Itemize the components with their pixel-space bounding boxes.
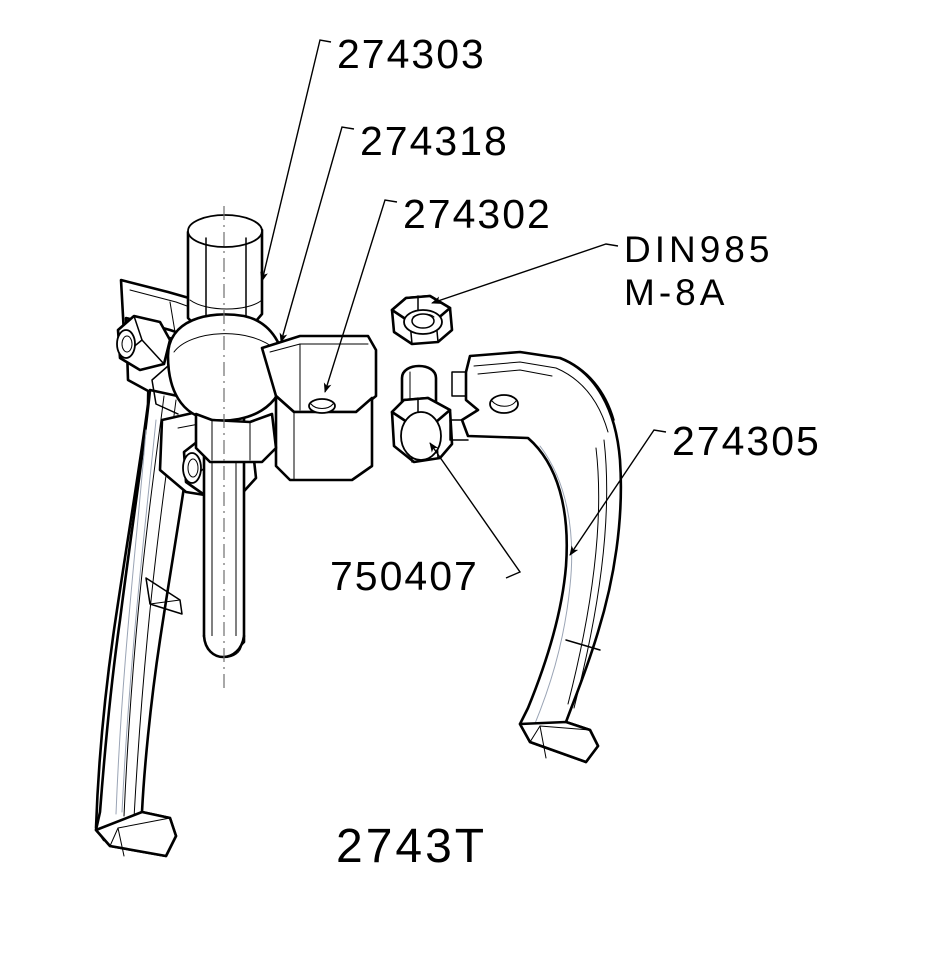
drawing-title: 2743T: [336, 820, 487, 873]
label-274318: 274318: [360, 118, 509, 164]
leader-lines-group: [260, 39, 667, 579]
spindle-hex-head-274303: [186, 214, 264, 347]
leader-274318: [279, 126, 355, 343]
leader-750407: [429, 442, 522, 579]
label-274302: 274302: [403, 191, 552, 237]
leader-274303: [260, 39, 332, 282]
puller-jaw-274305: [449, 350, 623, 764]
leader-274302: [323, 199, 398, 393]
leg-stiffener-rib: [145, 577, 183, 615]
label-274303: 274303: [337, 31, 486, 77]
labels-group: 274303 274318 274302 DIN985 M-8A 274305 …: [330, 31, 821, 873]
label-din985: DIN985: [624, 229, 773, 270]
puller-leg-front: [94, 388, 198, 858]
pivot-bolt-upper: [116, 314, 172, 372]
label-din985-size: M-8A: [624, 272, 728, 313]
label-750407: 750407: [330, 553, 479, 599]
leader-din985: [431, 243, 619, 304]
assembled-puller-group: [94, 206, 378, 858]
label-274305: 274305: [672, 418, 821, 464]
leader-274305: [569, 429, 667, 556]
yoke-body-274302: [151, 313, 378, 482]
hex-bolt-750407: [390, 364, 454, 464]
lock-nut-din985: [390, 294, 454, 346]
